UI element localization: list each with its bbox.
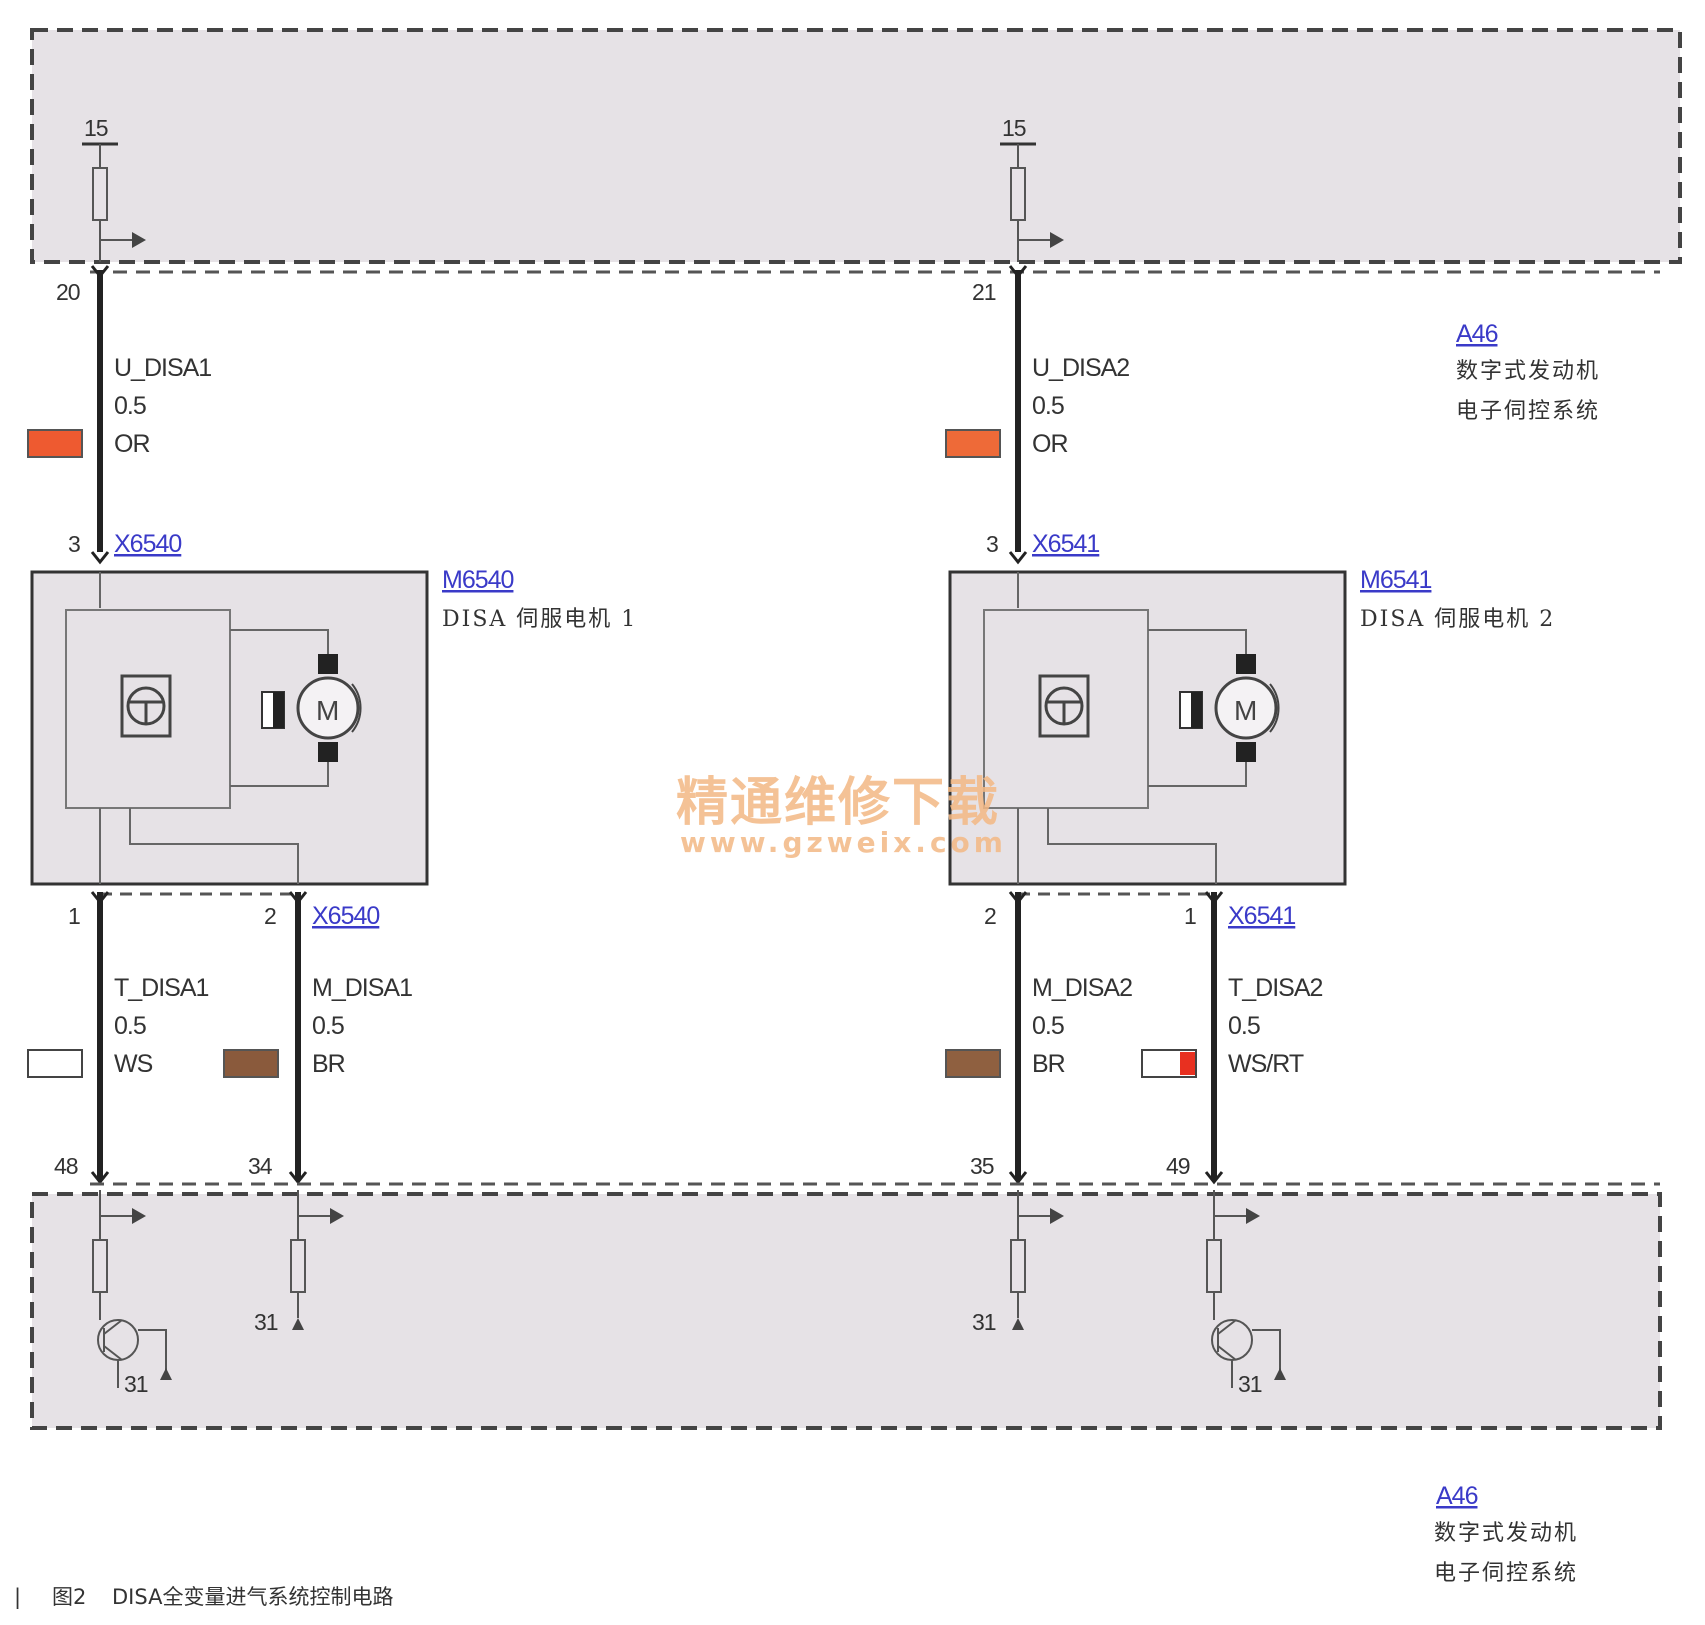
conn-pin-2-m2: 2 bbox=[984, 903, 996, 929]
ecu-top-block bbox=[30, 28, 1682, 274]
ground-31-right-b: 31 bbox=[1238, 1371, 1262, 1397]
swatch-t-disa2-stripe bbox=[1180, 1052, 1195, 1075]
conn-pin-3-m1: 3 bbox=[68, 531, 80, 557]
caption-text: DISA全变量进气系统控制电路 bbox=[112, 1585, 393, 1609]
swatch-t-disa1 bbox=[27, 1049, 83, 1078]
module-top-name-1: 数字式发动机 bbox=[1456, 359, 1600, 384]
signal-u-disa1: U_DISA1 bbox=[114, 354, 211, 382]
ground-31-left-a: 31 bbox=[124, 1371, 148, 1397]
swatch-u-disa2 bbox=[945, 429, 1001, 458]
connector-x6540-bottom: X6540 bbox=[312, 902, 379, 930]
driver-transistor-right: 31 bbox=[1206, 1190, 1286, 1397]
motor-symbol-1: M bbox=[316, 695, 339, 726]
size-m-disa1: 0.5 bbox=[312, 1012, 344, 1040]
color-t-disa1: WS bbox=[114, 1050, 153, 1078]
color-u-disa2: OR bbox=[1032, 430, 1068, 458]
size-t-disa2: 0.5 bbox=[1228, 1012, 1260, 1040]
color-t-disa2: WS/RT bbox=[1228, 1050, 1304, 1078]
signal-u-disa2: U_DISA2 bbox=[1032, 354, 1129, 382]
watermark-url: www.gzweix.com bbox=[680, 826, 1007, 859]
conn-pin-2-m1: 2 bbox=[264, 903, 276, 929]
ground-31-right-a: 31 bbox=[972, 1309, 996, 1335]
terminal-15-fuse-left: 15 bbox=[82, 115, 146, 262]
color-m-disa2: BR bbox=[1032, 1050, 1065, 1078]
ecu-pin-20: 20 bbox=[56, 279, 80, 305]
caption-label: 图2 bbox=[52, 1585, 86, 1609]
motor2-id: M6541 bbox=[1360, 566, 1432, 594]
terminal-15-label-right: 15 bbox=[1002, 115, 1026, 141]
conn-pin-3-m2: 3 bbox=[986, 531, 998, 557]
motor-icon: M bbox=[296, 654, 362, 762]
signal-t-disa1: T_DISA1 bbox=[114, 974, 209, 1002]
caption-marker: | bbox=[14, 1585, 21, 1610]
ground-31-left-b: 31 bbox=[254, 1309, 278, 1335]
motor-symbol-2: M bbox=[1234, 695, 1257, 726]
ecu-pin-21: 21 bbox=[972, 279, 996, 305]
connector-x6541-bottom: X6541 bbox=[1228, 902, 1295, 930]
position-sensor-icon bbox=[120, 674, 172, 738]
ecu-pin-34: 34 bbox=[248, 1153, 273, 1179]
color-m-disa1: BR bbox=[312, 1050, 345, 1078]
wire-m-disa1: 2 X6540 M_DISA1 0.5 BR 34 bbox=[223, 891, 413, 1185]
wire-t-disa1: 1 T_DISA1 0.5 WS 48 bbox=[27, 891, 210, 1185]
motor1-name: DISA 伺服电机 1 bbox=[442, 607, 637, 632]
motor2-name: DISA 伺服电机 2 bbox=[1360, 607, 1555, 632]
ecu-pin-49: 49 bbox=[1166, 1153, 1190, 1179]
motor-m6541: M bbox=[948, 570, 1347, 886]
wire-u-disa1: 20 U_DISA1 0.5 OR 3 X6540 bbox=[27, 265, 212, 565]
module-bottom-id: A46 bbox=[1436, 1482, 1478, 1510]
motor-icon: M bbox=[1214, 654, 1280, 762]
motor1-id: M6540 bbox=[442, 566, 514, 594]
driver-resistor-right: 31 bbox=[972, 1190, 1064, 1335]
driver-resistor-left: 31 bbox=[254, 1190, 344, 1335]
connector-x6540-top: X6540 bbox=[114, 530, 181, 558]
signal-t-disa2: T_DISA2 bbox=[1228, 974, 1323, 1002]
module-bottom-name-2: 电子伺控系统 bbox=[1434, 1561, 1578, 1586]
color-u-disa1: OR bbox=[114, 430, 150, 458]
size-m-disa2: 0.5 bbox=[1032, 1012, 1064, 1040]
size-t-disa1: 0.5 bbox=[114, 1012, 146, 1040]
module-bottom-name-1: 数字式发动机 bbox=[1434, 1521, 1578, 1546]
wire-u-disa2: 21 U_DISA2 0.5 OR 3 X6541 bbox=[945, 265, 1130, 565]
terminal-15-label-left: 15 bbox=[84, 115, 108, 141]
size-u-disa2: 0.5 bbox=[1032, 392, 1064, 420]
ecu-pin-48: 48 bbox=[54, 1153, 78, 1179]
wire-t-disa2: 1 X6541 T_DISA2 0.5 WS/RT 49 bbox=[1141, 891, 1324, 1185]
module-top-name-2: 电子伺控系统 bbox=[1456, 399, 1600, 424]
wire-m-disa2: 2 M_DISA2 0.5 BR 35 bbox=[945, 891, 1133, 1185]
terminal-15-fuse-right: 15 bbox=[1000, 115, 1064, 262]
size-u-disa1: 0.5 bbox=[114, 392, 146, 420]
conn-pin-1-m1: 1 bbox=[68, 903, 80, 929]
module-top-id: A46 bbox=[1456, 320, 1498, 348]
swatch-u-disa1 bbox=[27, 429, 83, 458]
connector-x6541-top: X6541 bbox=[1032, 530, 1099, 558]
signal-m-disa1: M_DISA1 bbox=[312, 974, 412, 1002]
conn-pin-1-m2: 1 bbox=[1184, 903, 1196, 929]
ecu-bottom-block bbox=[30, 1182, 1662, 1430]
watermark-cn: 精通维修下载 bbox=[676, 772, 1000, 833]
signal-m-disa2: M_DISA2 bbox=[1032, 974, 1132, 1002]
motor-m6540: M bbox=[30, 570, 429, 886]
position-sensor-icon bbox=[1038, 674, 1090, 738]
swatch-m-disa1 bbox=[223, 1049, 279, 1078]
driver-transistor-left: 31 bbox=[92, 1190, 172, 1397]
swatch-m-disa2 bbox=[945, 1049, 1001, 1078]
ecu-pin-35: 35 bbox=[970, 1153, 994, 1179]
